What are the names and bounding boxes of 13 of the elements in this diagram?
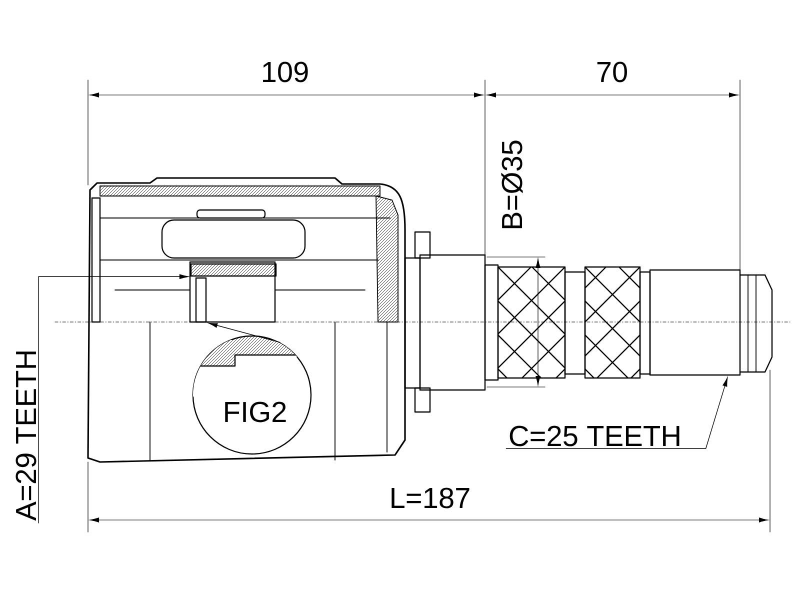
dimension-label: L=187: [388, 486, 472, 510]
leader-line: [208, 322, 280, 343]
callout-text: A=29 TEETH: [16, 352, 36, 521]
shaft-end: [649, 269, 741, 376]
callout-text: C=25 TEETH: [510, 426, 680, 446]
hub-slot: [195, 277, 207, 323]
leader-line: [38, 274, 188, 524]
dimension-label: B=Ø35: [500, 138, 524, 232]
dimension-label: 70: [594, 60, 630, 84]
spline-ring: [190, 263, 277, 277]
dimension-label: 109: [260, 60, 310, 84]
leader-line: [506, 377, 728, 449]
detail-circle: [192, 335, 312, 455]
